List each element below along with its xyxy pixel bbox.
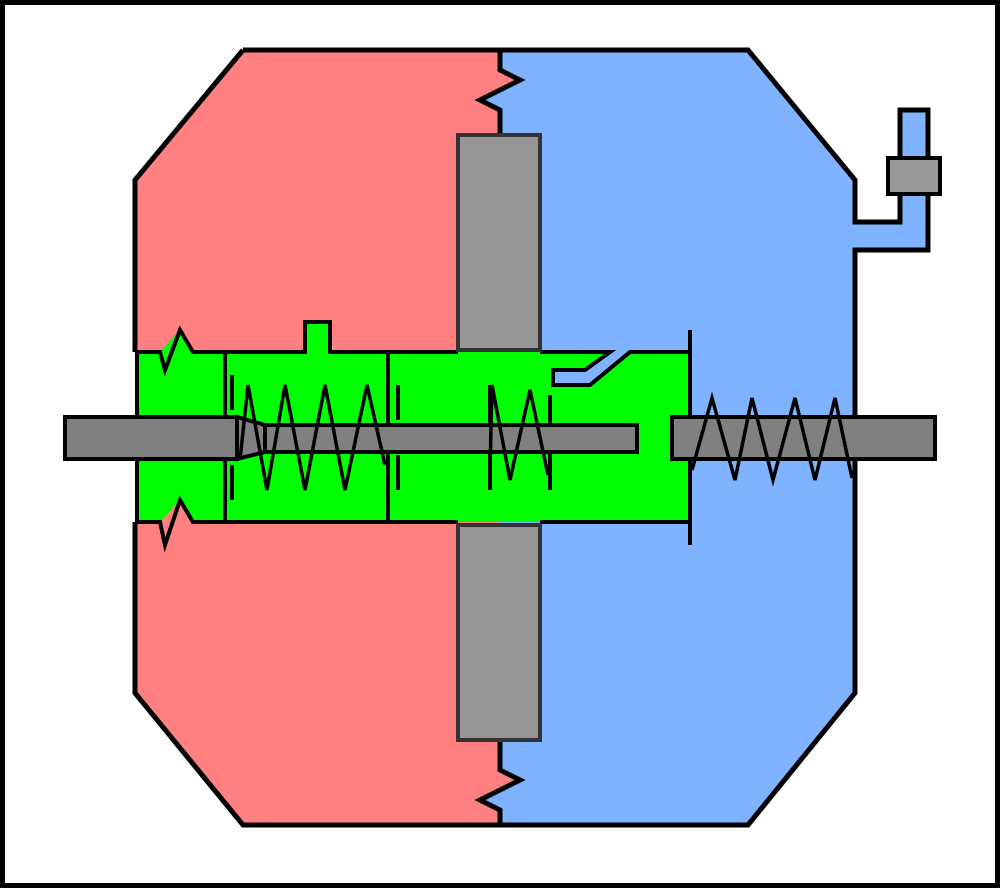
diaphragm-plate-lower [456, 523, 542, 742]
input-push-rod [63, 415, 239, 461]
diaphragm-plate-upper [456, 133, 542, 352]
inner-rod [263, 423, 639, 454]
vacuum-port-fitting [886, 156, 942, 196]
valve-spring [238, 384, 387, 491]
return-spring [690, 391, 854, 487]
poppet-spring [488, 384, 550, 481]
